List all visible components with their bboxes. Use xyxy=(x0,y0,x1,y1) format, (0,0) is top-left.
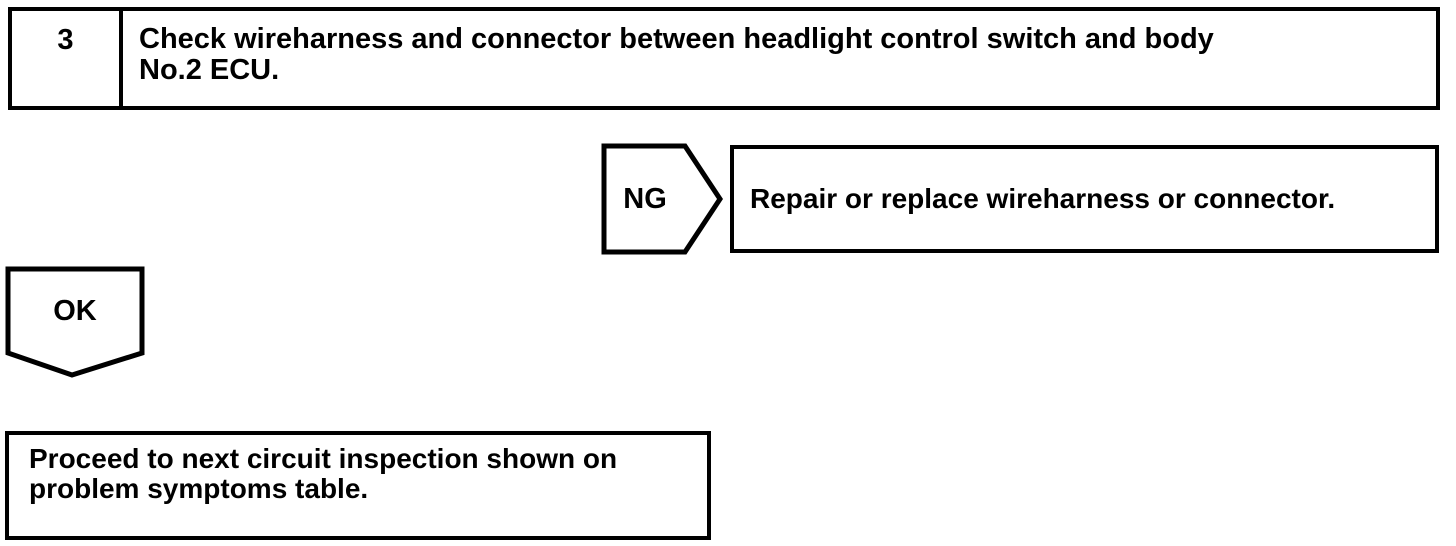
step-number-cell: 3 xyxy=(12,11,123,106)
ok-label: OK xyxy=(53,294,97,327)
step-number: 3 xyxy=(57,24,74,56)
ok-action-line-1: Proceed to next circuit inspection shown… xyxy=(29,443,618,474)
ng-action-text: Repair or replace wireharness or connect… xyxy=(750,183,1336,214)
step-header-box: 3 Check wireharness and connector betwee… xyxy=(8,7,1440,110)
ok-action-line-2: problem symptoms table. xyxy=(29,473,369,504)
ng-action-box: Repair or replace wireharness or connect… xyxy=(730,145,1439,253)
ok-action-box: Proceed to next circuit inspection shown… xyxy=(5,431,711,540)
step-instruction-line-2: No.2 ECU. xyxy=(139,54,280,86)
ng-connector: NG xyxy=(601,143,723,255)
step-instruction: Check wireharness and connector between … xyxy=(123,11,1436,106)
ng-pentagon-icon xyxy=(601,143,723,255)
step-instruction-line-1: Check wireharness and connector between … xyxy=(139,23,1214,55)
ok-connector: OK xyxy=(5,266,145,378)
ng-label: NG xyxy=(623,182,667,215)
ok-pentagon-icon xyxy=(5,266,145,378)
